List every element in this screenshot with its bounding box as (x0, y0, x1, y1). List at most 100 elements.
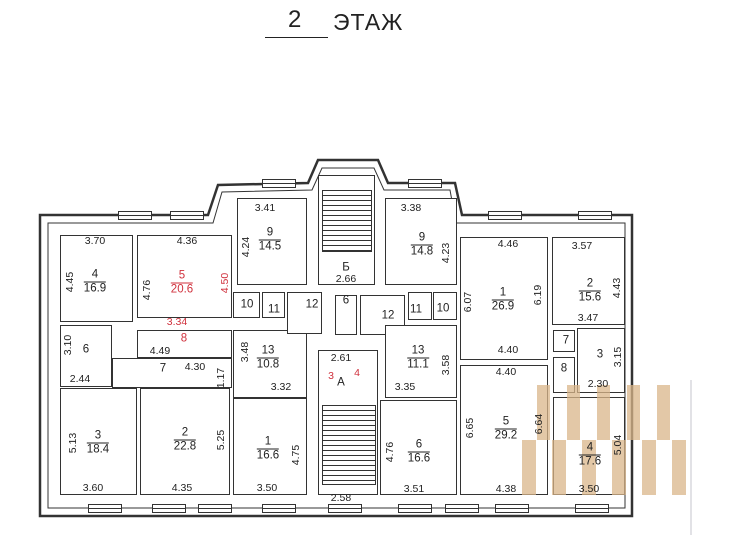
room-number: 3 (86, 430, 110, 444)
watermark-bar (582, 440, 596, 495)
room-dimension: 4.46 (497, 238, 519, 250)
room-number: 13 (407, 345, 429, 359)
room-number: 2 (173, 427, 197, 441)
room-label: 8 (180, 332, 188, 345)
room-3 (60, 325, 112, 387)
room-dimension: 3.51 (403, 483, 425, 495)
room-16 (318, 350, 378, 495)
room-dimension: 2.30 (587, 378, 609, 390)
window (170, 211, 204, 220)
room-dimension: 6.19 (532, 284, 544, 306)
room-dimension: 4.35 (171, 482, 193, 494)
room-dimension: 4.30 (184, 361, 206, 373)
floor-number: 2 (288, 6, 302, 33)
room-14 (335, 295, 357, 335)
room-dimension: 2.58 (330, 492, 352, 504)
room-20 (385, 325, 457, 398)
room-label: 12 (381, 309, 395, 322)
room-dimension: 3.60 (82, 482, 104, 494)
room-9 (237, 198, 307, 285)
room-area: 14.5 (258, 240, 282, 253)
room-area: 10.8 (256, 358, 280, 371)
room-label: 11 (268, 303, 280, 316)
room-18 (408, 292, 432, 320)
watermark-bar (642, 440, 656, 495)
room-dimension: 4.23 (440, 242, 452, 264)
room-dimension: 6.64 (533, 413, 545, 435)
room-area: 14.8 (410, 245, 434, 258)
room-number: 6 (407, 439, 431, 453)
room-area: 16.6 (256, 449, 280, 462)
room-label: 10 (436, 302, 450, 315)
room-area: 15.6 (578, 291, 602, 304)
room-dimension: 4.40 (495, 366, 517, 378)
room-number: 5 (494, 416, 518, 430)
window (262, 504, 296, 513)
room-21 (380, 400, 457, 495)
room-dimension: 3.34 (166, 316, 188, 328)
room-6 (140, 388, 230, 495)
room-1 (137, 235, 232, 318)
room-10 (233, 292, 260, 318)
watermark-bar (627, 385, 640, 440)
watermark-bar (552, 440, 566, 495)
window (408, 179, 442, 188)
room-label: 11 (410, 303, 422, 316)
room-dimension: 3.38 (400, 202, 422, 214)
room-dimension: 4.75 (290, 444, 302, 466)
room-area: 18.4 (86, 443, 110, 456)
room-dimension: 2.61 (330, 352, 352, 364)
room-label: A (337, 376, 345, 389)
room-dimension: 4.36 (176, 235, 198, 247)
room-number: 13 (256, 345, 280, 359)
room-dimension: 4.45 (64, 271, 76, 293)
window (495, 504, 529, 513)
room-dimension: 3.41 (254, 202, 276, 214)
room-dimension: 2.66 (335, 273, 357, 285)
room-label: 8 (560, 362, 568, 375)
room-label: Б (342, 261, 350, 274)
room-dimension: 3.35 (394, 381, 416, 393)
room-11 (262, 292, 285, 318)
window (118, 211, 152, 220)
room-area: 16.9 (83, 282, 107, 295)
room-dimension: 4 (354, 367, 360, 379)
room-dimension: 4.24 (240, 236, 252, 258)
watermark-bar (537, 385, 550, 440)
room-25 (553, 330, 575, 352)
room-13 (318, 175, 375, 285)
room-dimension: 6.07 (462, 291, 474, 313)
room-label: 12 (305, 298, 319, 311)
room-label: 7 (562, 334, 570, 347)
room-number: 4 (578, 442, 602, 456)
room-number: 1 (256, 436, 280, 450)
room-dimension: 4.38 (495, 483, 517, 495)
room-dimension: 4.76 (141, 279, 153, 301)
room-area: 22.8 (173, 440, 197, 453)
room-label: 7 (159, 362, 167, 375)
floor-number-underline (265, 37, 328, 38)
room-22 (460, 237, 548, 360)
room-2 (137, 330, 232, 358)
inner-wall-line (47, 167, 626, 509)
room-dimension: 3.47 (577, 312, 599, 324)
room-area: 11.1 (407, 358, 429, 371)
room-label: 6 (342, 294, 350, 307)
window (488, 211, 522, 220)
page-edge-line (690, 380, 692, 535)
room-dimension: 3.50 (578, 483, 600, 495)
room-26 (553, 357, 575, 393)
room-dimension: 4.50 (219, 272, 231, 294)
room-dimension: 5.04 (612, 434, 624, 456)
window (328, 504, 362, 513)
